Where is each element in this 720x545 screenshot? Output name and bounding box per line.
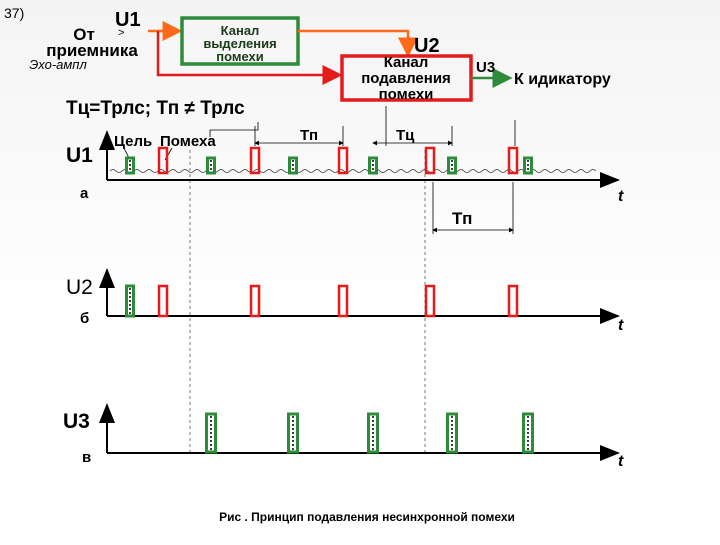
- pulses-row-b: [125, 284, 519, 318]
- formula-bracket: [209, 122, 259, 137]
- source-label-line2: приемника: [46, 41, 138, 60]
- interference-pulse-4: [507, 284, 519, 318]
- row-a: U1 а t: [66, 130, 624, 205]
- row-b-letter: б: [80, 310, 89, 327]
- interference-pulse-3: [424, 146, 436, 175]
- arrow-box1-to-box2: [298, 29, 418, 58]
- source-label-line1: От: [73, 25, 95, 44]
- interference-pulse-1: [249, 284, 261, 318]
- figure-caption: Рис . Принцип подавления несинхронной по…: [219, 510, 515, 524]
- source-sublabel: Эхо-ампл: [29, 57, 87, 72]
- row-c-t: t: [618, 453, 624, 470]
- row-b-signal: U2: [66, 276, 93, 299]
- box1-line1: Канал: [221, 23, 260, 38]
- u2-label: U2: [414, 35, 440, 57]
- box-interference-extraction: [180, 16, 300, 66]
- interference-pulse-3: [424, 284, 436, 318]
- row-b: U2 б t: [66, 268, 624, 334]
- interference-pulse-4: [507, 146, 519, 175]
- row-c-signal: U3: [63, 410, 90, 433]
- box2-line3: помехи: [379, 86, 434, 103]
- row-a-letter: а: [80, 185, 89, 202]
- box1-line3: помехи: [216, 49, 264, 64]
- input-mark: >: [118, 27, 124, 39]
- box2-line2: подавления: [361, 70, 451, 87]
- label-tp-lower: Тп: [452, 209, 472, 228]
- row-a-signal: U1: [66, 144, 93, 167]
- label-tc: Тц: [396, 127, 415, 144]
- interference-pulse-2: [337, 146, 349, 175]
- interference-pulse-0: [157, 146, 169, 175]
- interference-pulse-0: [157, 284, 169, 318]
- row-b-t: t: [618, 317, 624, 334]
- row-a-t: t: [618, 188, 624, 205]
- box1-line2: выделения: [203, 36, 276, 51]
- interference-pulse-2: [337, 284, 349, 318]
- u1-label: U1: [115, 9, 141, 31]
- slide-number: 37): [4, 5, 24, 21]
- box2-line1: Канал: [384, 54, 429, 71]
- arrow-to-box2-direct: [156, 31, 343, 85]
- interference-pulse-1: [249, 146, 261, 175]
- label-interference: Помеха: [160, 133, 216, 150]
- label-target: Цель: [114, 133, 152, 150]
- row-c: U3 в t: [63, 403, 624, 470]
- block-diagram: От приемника Эхо-ампл U1 > Канал выделен…: [29, 9, 611, 103]
- u3-label: U3: [476, 59, 495, 76]
- indicator-label: К идикатору: [514, 71, 611, 88]
- pulses-row-c: [205, 412, 534, 454]
- pulses-row-a: [125, 146, 533, 175]
- row-c-letter: в: [82, 449, 91, 466]
- label-tp-top: Тп: [300, 127, 318, 144]
- period-formula: Тц=Трлс; Тп ≠ Трлс: [66, 98, 245, 119]
